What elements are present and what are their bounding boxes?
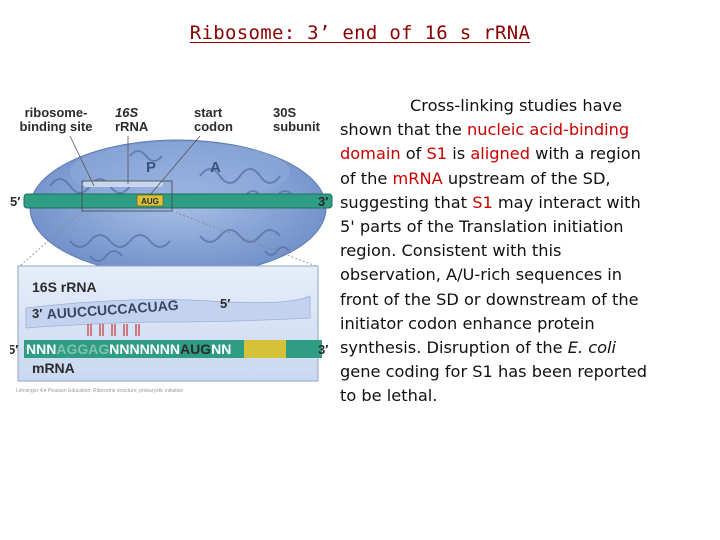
text-line-12: gene coding for S1 has been reported [340,362,648,382]
subunit-30s-label: 30S subunit [273,106,320,134]
text-line-5: suggesting that S1 may interact with [340,192,641,212]
mrna-seq-start: AUG [180,341,211,357]
start-codon-label: start codon [194,106,233,134]
start-codon-line1: start [194,105,223,120]
body-paragraph: Cross-linking studies have shown that th… [340,94,710,408]
text-line-6: 5' parts of the Translation initiation [340,216,624,236]
italic-e-coli: E. coli [567,337,617,357]
text-line-7: region. Consistent with this [340,241,562,261]
mrna-seq-end: NN [211,341,231,357]
label-leader-lines [69,135,201,196]
slide-title-text: Ribosome: 3’ end of 16 s rRNA [189,22,531,44]
base-pair-marks [87,324,140,336]
subunit-30s-line1: 30S [273,105,297,120]
text-line-3: domain of S1 is aligned with a region [340,144,641,164]
slide-title: Ribosome: 3’ end of 16 s rRNA [0,22,720,44]
rrna-16s-line1: 16S [115,105,139,120]
text-line-2: shown that the nucleic acid-binding [340,120,630,140]
ribosome-figure: P A AUG [10,96,336,401]
mrna-seq-nnn: NNN [26,341,56,357]
text-line-8: observation, A/U-rich sequences in [340,265,623,285]
text-line-10: initiator codon enhance protein [340,313,595,333]
mrna-strand [23,193,333,209]
inset-mrna-5prime: 5′ [10,342,18,357]
inset-mrna-sequence: NNNAGGAGNNNNNNNAUGNN [26,341,231,357]
inset-rrna-3prime: 3′ [32,306,42,321]
rbs-label-line1: ribosome- [24,105,88,120]
mrna-seq-spacer: NNNNNNN [109,341,180,357]
highlight-mrna: mRNA [392,168,443,188]
main-3prime: 3′ [318,194,328,209]
inset-rrna-5prime: 5′ [220,296,230,311]
inset-mrna-3prime: 3′ [318,342,328,357]
projection-lines [19,210,317,267]
text-line-1: Cross-linking studies have [410,96,623,115]
zoom-box [81,180,173,212]
inset-aug-box [244,340,286,358]
highlight-s1-second: S1 [472,192,493,212]
text-line-11: synthesis. Disruption of the E. coli [340,337,617,357]
inset-rrna-label: 16S rRNA [32,279,97,295]
main-5prime: 5′ [10,194,20,209]
rrna-16s-label: 16S rRNA [115,106,148,134]
text-line-9: front of the SD or downstream of the [340,289,639,309]
mrna-seq-sd: AGGAG [56,341,109,357]
start-codon-line2: codon [194,119,233,134]
subunit-30s-line2: subunit [273,119,320,134]
highlight-nucleic-acid-binding: nucleic acid-binding [466,120,630,140]
rrna-16s-line2: rRNA [115,119,149,134]
rbs-label-line2: binding site [19,119,93,134]
text-line-13: to be lethal. [340,386,438,406]
aug-codon-label: AUG [141,197,159,206]
ribosome-binding-site-label: ribosome- binding site [10,106,102,134]
ribosome-diagram: P A AUG [10,135,333,382]
highlight-s1: S1 [426,144,448,164]
figure-credit: Lehninger 4/e Pearson Education; Ribosom… [16,388,184,394]
a-site-label: A [210,159,221,176]
inset-mrna-label: mRNA [32,360,75,376]
highlight-domain: domain [340,144,401,164]
p-site-label: P [146,159,156,176]
inset-rrna-band [25,295,311,329]
text-line-4: of the mRNA upstream of the SD, [340,168,611,188]
highlight-aligned: aligned [470,144,531,164]
